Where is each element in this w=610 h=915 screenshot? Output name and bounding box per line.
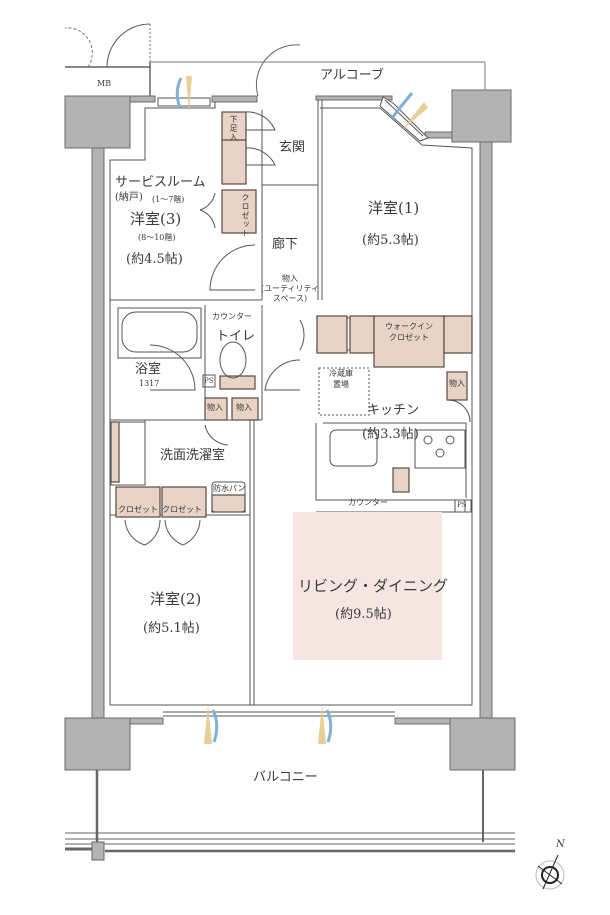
mb-label: MB: [97, 79, 112, 88]
western-room-1-label: 洋室(1): [368, 199, 420, 217]
bathroom-label: 浴室: [135, 362, 162, 377]
western-room-1-size: (約5.3帖): [362, 233, 419, 248]
kitchen-storage-label: 物入: [449, 379, 465, 388]
bath-size-label: 1317: [139, 379, 160, 388]
fixtures: [110, 307, 472, 513]
walk-in-closet-label-2: クロゼット: [389, 333, 429, 342]
storage-label-1: 物入: [207, 403, 223, 412]
waterproof-pan-label: 防水パン: [213, 484, 246, 493]
shoe-cabinet-label: 下足入: [229, 115, 238, 142]
alcove-window: [379, 96, 429, 142]
daylight-icon: [186, 76, 428, 744]
utility-storage-label-1: 物入: [282, 274, 298, 283]
hallway-label: 廊下: [272, 237, 299, 252]
meter-box-area: [64, 23, 486, 97]
western-room-2-size: (約5.1帖): [143, 621, 200, 636]
western-room-3-size: (約4.5帖): [126, 252, 183, 267]
closet-label-1: クロゼット: [118, 505, 158, 514]
kitchen-label: キッチン: [367, 403, 420, 418]
walk-in-closet-label-1: ウォークイン: [385, 322, 433, 331]
floors-1-7-label: (1～7階): [152, 195, 185, 204]
entrance-label: 玄関: [279, 140, 306, 155]
closet-room3-label: クロゼット: [241, 193, 250, 238]
closet-label-2: クロゼット: [162, 505, 202, 514]
north-indicator: N: [556, 839, 565, 850]
living-dining-highlight: [293, 512, 442, 660]
alcove-label: アルコーブ: [320, 68, 384, 83]
living-dining-size: (約9.5帖): [335, 607, 392, 622]
utility-storage-label-2: (ユーティリティ: [260, 284, 320, 293]
toilet-counter-label: カウンター: [212, 312, 252, 321]
structural-columns: [64, 89, 516, 771]
western-room-3-label: 洋室(3): [130, 210, 182, 228]
storeroom-label: (納戸): [115, 192, 143, 203]
utility-storage-label-3: スペース): [272, 294, 308, 303]
ventilation-arrow-icon: [175, 77, 414, 743]
living-dining-label: リビング・ダイニング: [298, 577, 449, 595]
western-room-2-label: 洋室(2): [150, 590, 202, 608]
balcony-label: バルコニー: [253, 770, 318, 785]
kitchen-size: (約3.3帖): [362, 427, 419, 442]
fridge-space-label-1: 冷蔵庫: [329, 369, 353, 378]
storage-label-2: 物入: [236, 403, 252, 412]
washroom-label: 洗面洗濯室: [160, 448, 226, 463]
ps-label-toilet: PS: [204, 377, 214, 385]
toilet-label: トイレ: [216, 329, 256, 344]
door-swings: [124, 111, 471, 546]
storage-units: [110, 111, 473, 518]
ps-label-kitchen: PS: [457, 501, 467, 509]
fridge-space-label-2: 置場: [333, 380, 349, 389]
service-room-label: サービスルーム: [115, 175, 206, 190]
kitchen-counter-label: カウンター: [348, 498, 388, 507]
compass-rose-icon: [535, 854, 565, 890]
floors-8-10-label: (8～10階): [138, 233, 176, 242]
balcony-railing: [65, 770, 515, 861]
